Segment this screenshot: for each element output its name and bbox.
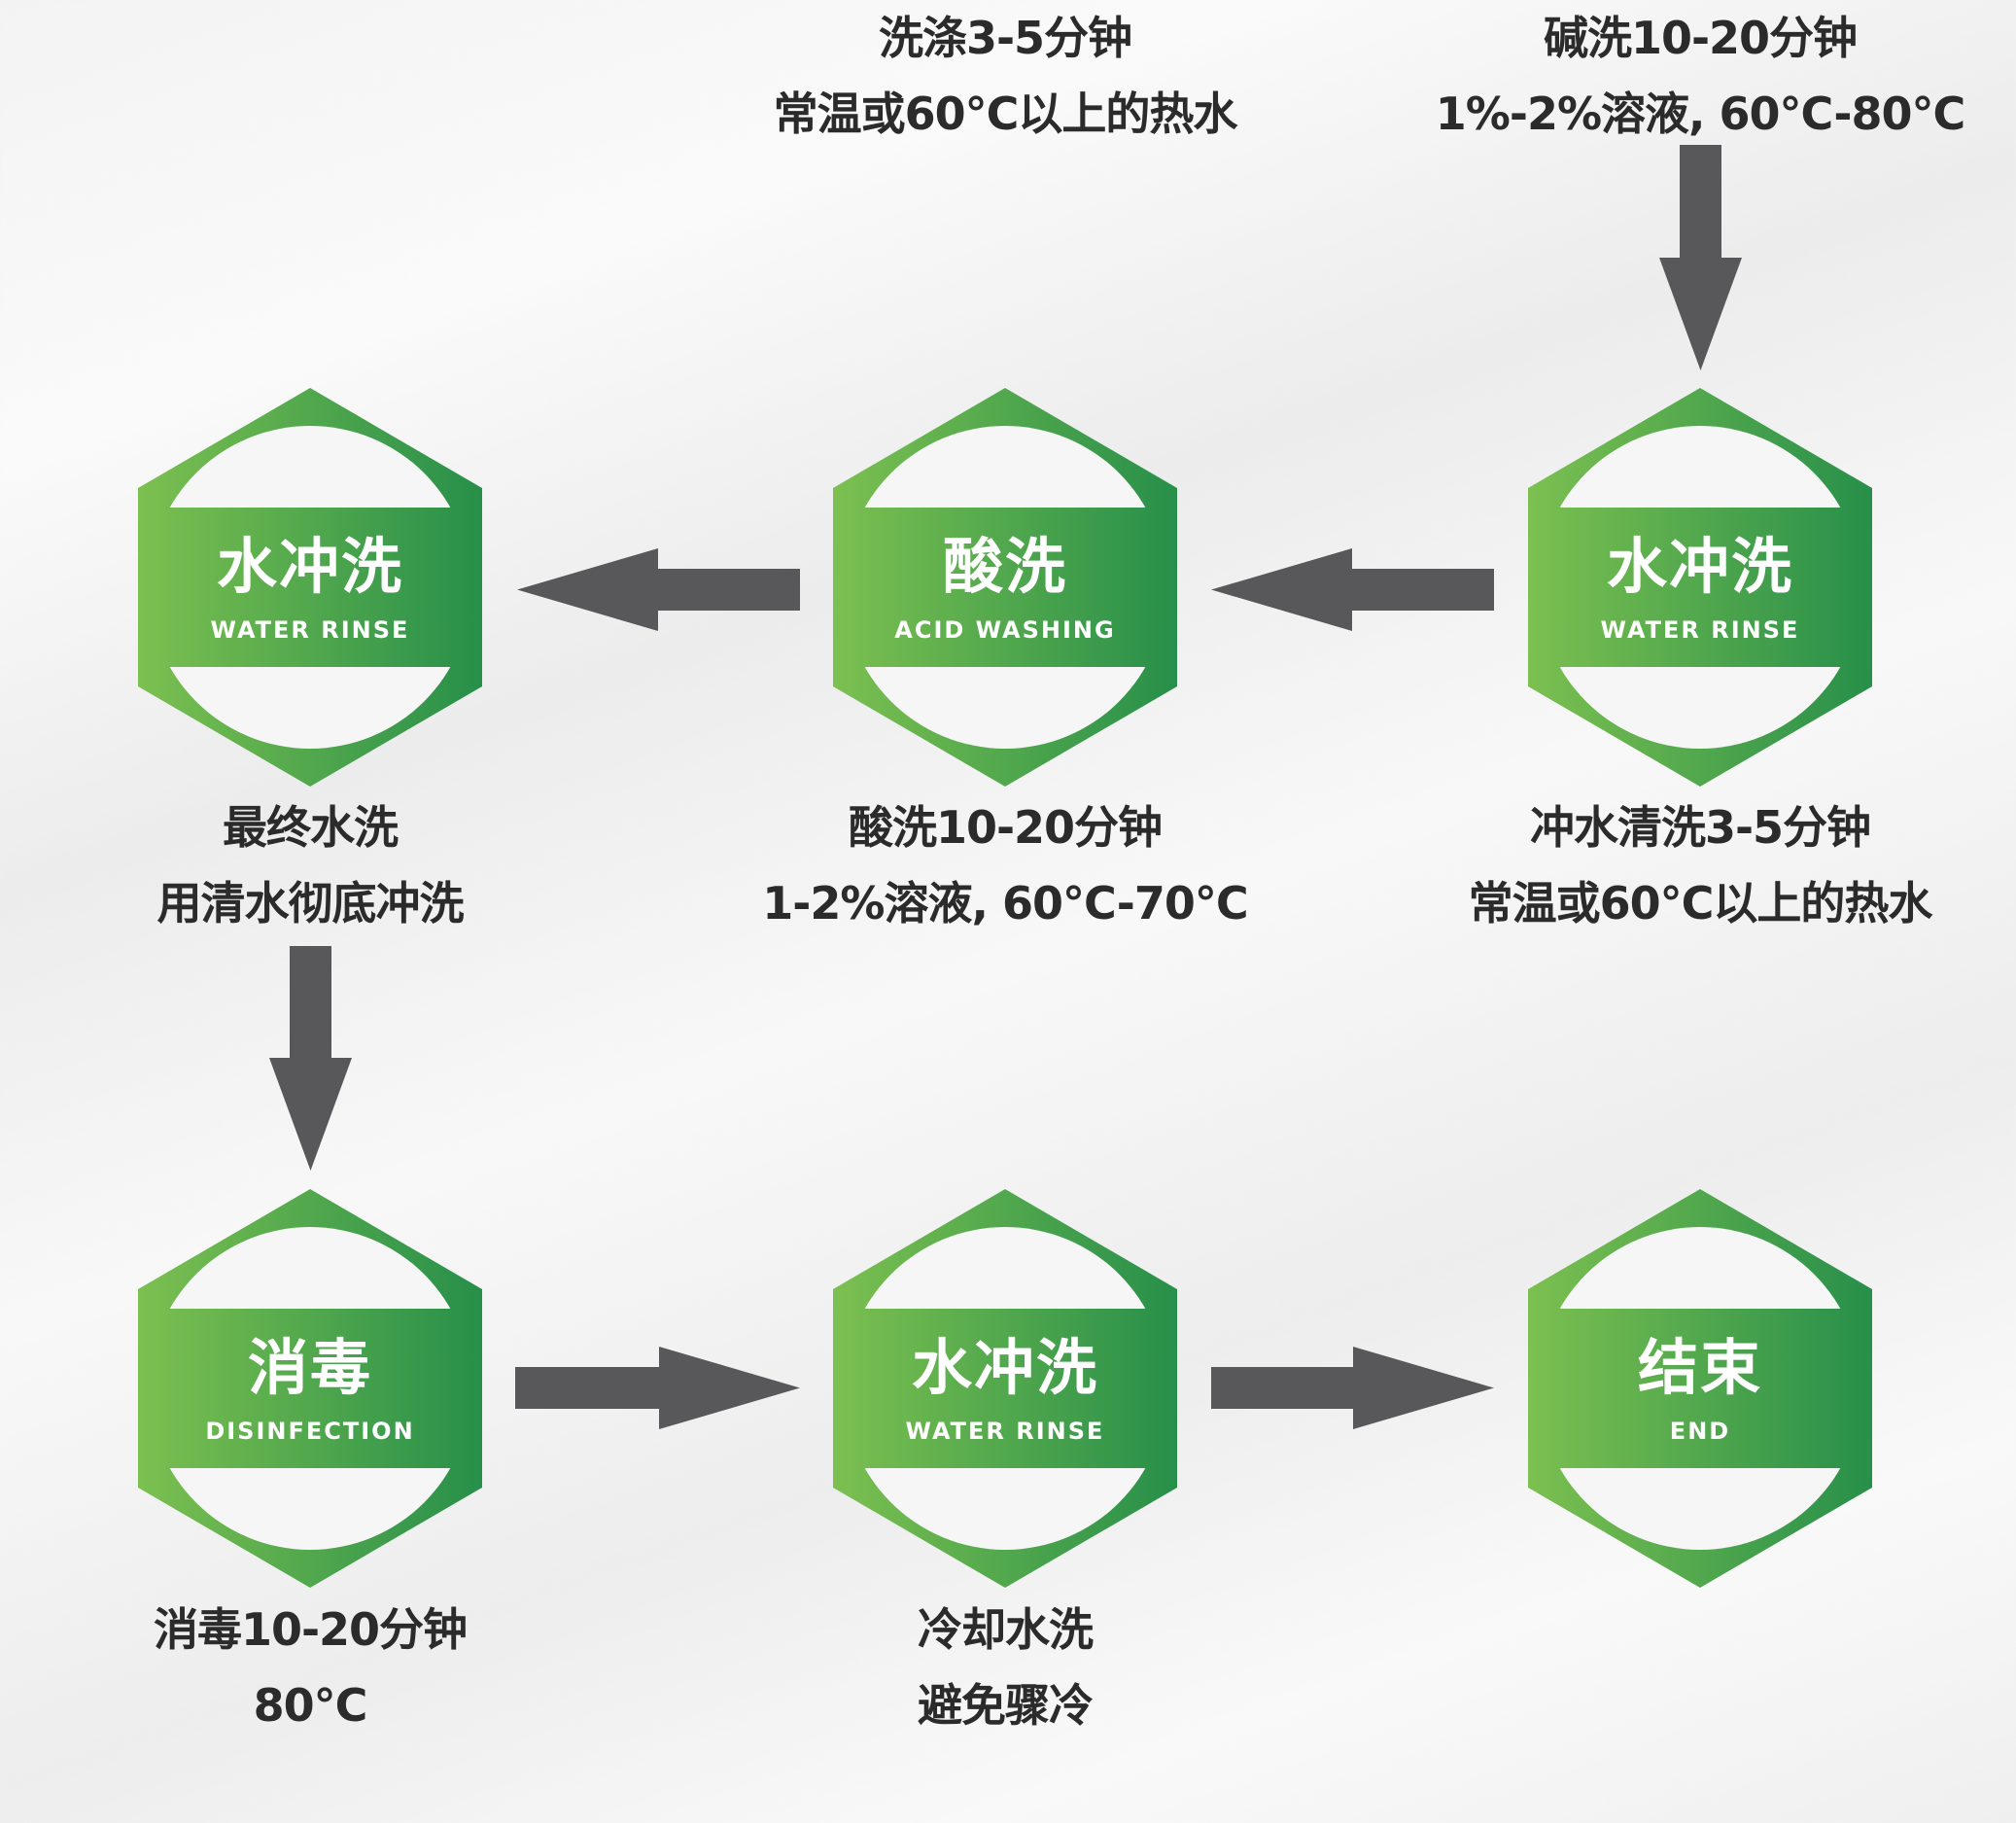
node-subtitle: END [1669,1418,1731,1445]
hexagon-shape [1528,388,1872,787]
caption-line: 最终水洗 [223,801,399,854]
node-subtitle: WATER RINSE [210,616,410,644]
arrow-right-icon [515,1347,800,1429]
caption-line: 洗涤3-5分钟 [878,12,1132,64]
step-caption-wash: 洗涤3-5分钟常温或60°C以上的热水 [665,0,1345,152]
arrow-left-icon [517,548,800,631]
node-subtitle: WATER RINSE [1600,616,1800,644]
node-subtitle: WATER RINSE [905,1418,1105,1445]
arrow-right-icon [1211,1347,1494,1429]
node-title: 消毒 [247,1332,372,1403]
node-subtitle: ACID WASHING [894,616,1116,644]
caption-line: 1%-2%溶液, 60°C-80°C [1435,88,1965,140]
node-title: 水冲洗 [1606,531,1793,602]
hexagon-shape [833,388,1177,787]
caption-line: 常温或60°C以上的热水 [773,88,1238,140]
step-caption-acid-washing: 酸洗10-20分钟 1-2%溶液, 60°C-70°C [665,789,1345,941]
node-title: 水冲洗 [216,531,403,602]
hexagon-node-water-rinse-2: 水冲洗 WATER RINSE [138,388,482,787]
arrow-down-icon [1659,145,1742,370]
caption-line: 80°C [253,1679,368,1732]
hexagon-shape [1528,1189,1872,1588]
caption-line: 冷却水洗 [918,1603,1094,1656]
hexagon-shape [138,1189,482,1588]
hexagon-shape [833,1189,1177,1588]
hexagon-shape [138,388,482,787]
caption-line: 常温或60°C以上的热水 [1468,877,1933,929]
step-caption-water-rinse-3: 冷却水洗避免骤冷 [665,1592,1345,1743]
hexagon-node-acid-washing: 酸洗 ACID WASHING [833,388,1177,787]
caption-line: 消毒10-20分钟 [153,1603,468,1656]
arrow-left-icon [1211,548,1494,631]
node-title: 结束 [1637,1332,1762,1403]
arrow-down-icon [269,946,352,1171]
node-subtitle: DISINFECTION [205,1418,415,1445]
step-caption-water-rinse-2: 最终水洗用清水彻底冲洗 [0,789,650,941]
caption-line: 1-2%溶液, 60°C-70°C [762,877,1248,929]
caption-line: 酸洗10-20分钟 [848,801,1163,854]
hexagon-node-disinfection: 消毒 DISINFECTION [138,1189,482,1588]
caption-line: 避免骤冷 [918,1679,1094,1732]
caption-line: 冲水清洗3-5分钟 [1529,801,1871,854]
caption-line: 碱洗10-20分钟 [1543,12,1858,64]
hexagon-node-end: 结束 END [1528,1189,1872,1588]
step-caption-alkali-wash: 碱洗10-20分钟 1%-2%溶液, 60°C-80°C [1360,0,2016,152]
node-title: 酸洗 [942,531,1067,602]
caption-line: 用清水彻底冲洗 [156,877,465,929]
step-caption-water-rinse-1: 冲水清洗3-5分钟常温或60°C以上的热水 [1360,789,2016,941]
node-title: 水冲洗 [911,1332,1098,1403]
hexagon-node-water-rinse-3: 水冲洗 WATER RINSE [833,1189,1177,1588]
hexagon-node-water-rinse-1: 水冲洗 WATER RINSE [1528,388,1872,787]
step-caption-disinfection: 消毒10-20分钟 80°C [0,1592,650,1743]
